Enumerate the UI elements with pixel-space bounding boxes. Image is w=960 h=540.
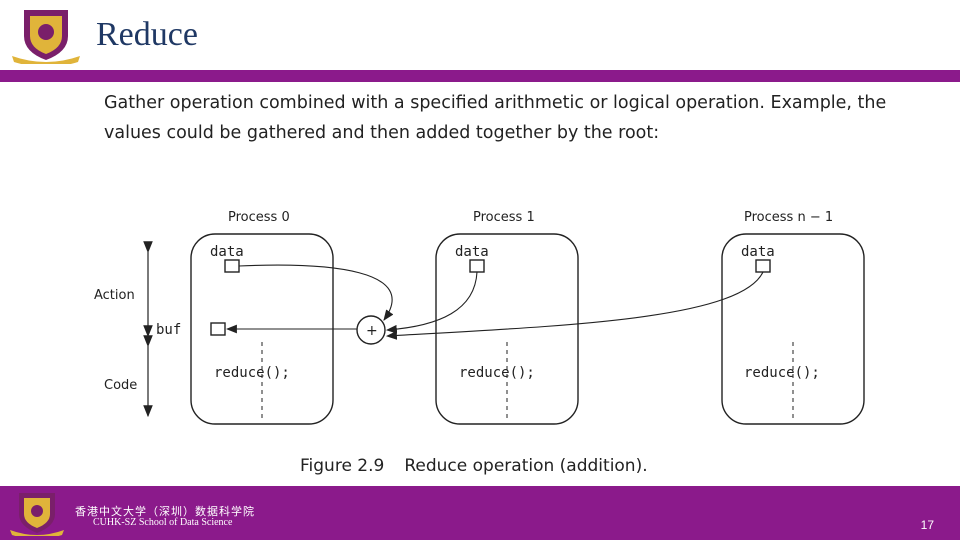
school-name-chinese: 香港中文大学（深圳）数据科学院 — [75, 505, 255, 518]
process-n-1-data-cell — [755, 259, 771, 273]
process-1-call: reduce(); — [459, 365, 535, 381]
school-name-english: CUHK-SZ School of Data Science — [93, 517, 233, 528]
arrow-process-0-to-sum — [238, 264, 394, 321]
arrow-process-1-to-sum — [385, 271, 478, 334]
code-label: Code — [104, 378, 137, 393]
process-0-data-cell — [224, 259, 240, 273]
figure-caption-number: Figure 2.9 — [300, 456, 385, 476]
title-divider-bar — [0, 70, 960, 82]
figure-caption-text: Reduce operation (addition). — [404, 456, 648, 476]
process-0-label: Process 0 — [228, 210, 290, 225]
process-n-1-box — [721, 233, 865, 425]
slide-footer: 香港中文大学（深圳）数据科学院 CUHK-SZ School of Data S… — [0, 486, 960, 540]
process-n-1-label: Process n − 1 — [744, 210, 833, 225]
process-1-data-label: data — [455, 244, 489, 260]
process-0-data-label: data — [210, 244, 244, 260]
action-label: Action — [94, 288, 135, 303]
university-crest-icon — [12, 10, 80, 64]
reduce-diagram: Action Code buf Process 0 data reduce();… — [94, 210, 865, 425]
process-1-label: Process 1 — [473, 210, 535, 225]
process-1-data-cell — [469, 259, 485, 273]
process-1-box — [435, 233, 579, 425]
slide-title: Reduce — [96, 16, 198, 53]
page-number: 17 — [920, 518, 934, 532]
sum-operator-symbol: + — [366, 323, 378, 339]
sum-operator-node — [356, 315, 386, 345]
process-0-buf-cell — [210, 322, 226, 336]
slide-header: Reduce — [0, 0, 960, 70]
process-n-1-data-label: data — [741, 244, 775, 260]
process-0-call: reduce(); — [214, 365, 290, 381]
arrow-process-n-1-to-sum — [385, 271, 764, 340]
university-crest-icon — [10, 493, 64, 536]
buf-label: buf — [156, 322, 181, 338]
description-paragraph: Gather operation combined with a specifi… — [104, 93, 887, 143]
process-n-1-call: reduce(); — [744, 365, 820, 381]
figure-caption: Figure 2.9 Reduce operation (addition). — [300, 456, 648, 476]
